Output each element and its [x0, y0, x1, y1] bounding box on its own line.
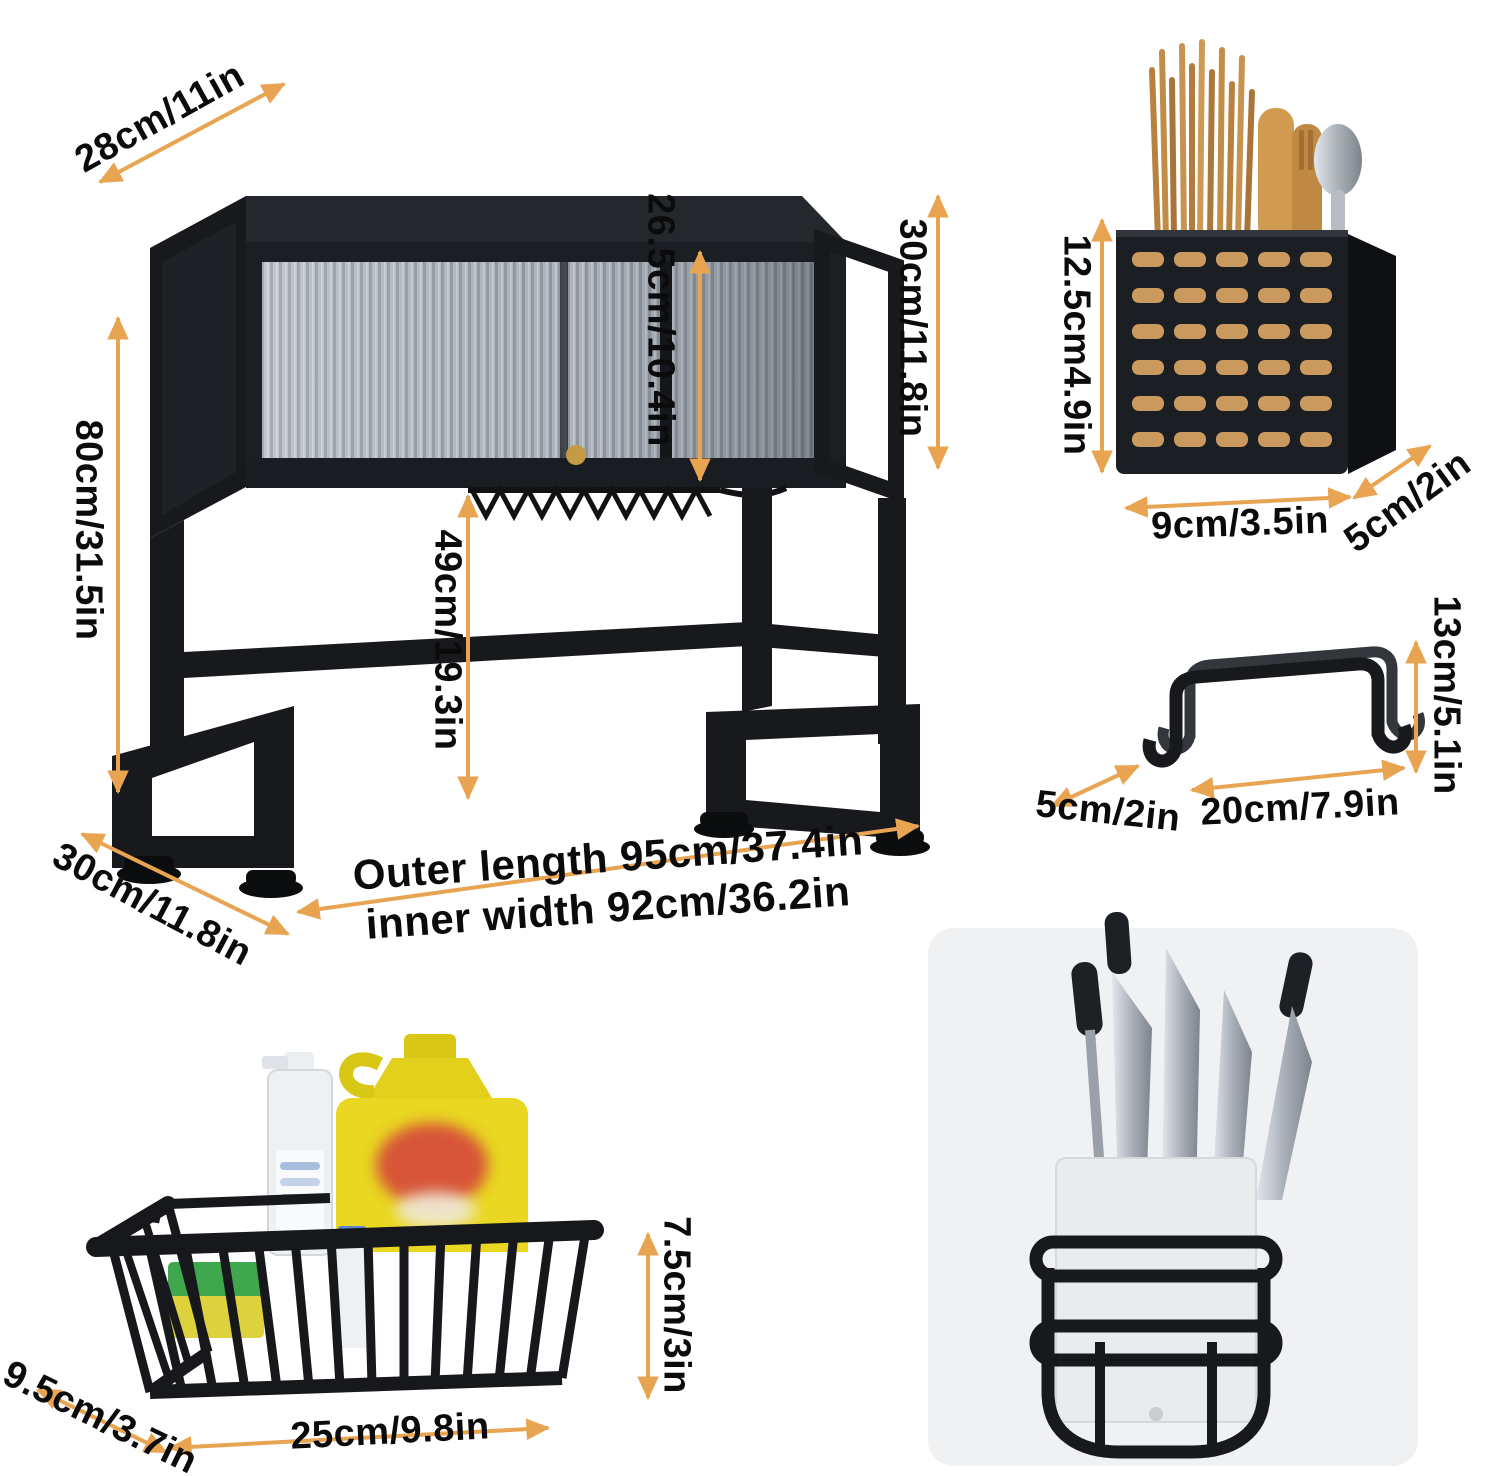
- arrow-bracket-depth: [1050, 764, 1140, 808]
- arrow-rack-bottom-depth: [80, 832, 290, 936]
- door-divider: [660, 262, 672, 458]
- main-rack-illustration: [112, 196, 930, 898]
- door-knob: [566, 445, 586, 465]
- arrow-rack-top-depth: [98, 82, 286, 184]
- arrow-utensil-depth: [1352, 444, 1432, 500]
- arrow-outer-length: [295, 818, 921, 920]
- utensil-holder-illustration: [1116, 39, 1396, 474]
- knives: [1071, 911, 1313, 1201]
- metal-spoon: [1314, 124, 1362, 196]
- cabinet-top-face: [246, 196, 846, 242]
- holder-front: [1116, 230, 1348, 474]
- dim-basket-height: 7.5cm/3in: [655, 1216, 698, 1394]
- wire-basket-frame: [86, 1193, 604, 1399]
- knife-holder-frame: [1029, 1235, 1283, 1459]
- chopsticks: [1149, 39, 1255, 243]
- knife-holder-illustration: [928, 911, 1418, 1466]
- holder-side: [1348, 234, 1396, 474]
- dim-cabinet-height: 30cm/11.8in: [891, 218, 934, 438]
- arrow-basket-depth: [36, 1388, 168, 1454]
- left-leg-assembly: [112, 520, 303, 898]
- hook-bracket-illustration: [1142, 646, 1425, 768]
- under-cabinet-dish-rack: [468, 484, 788, 522]
- dimension-arrows: [36, 82, 1432, 1458]
- right-side-frame: [814, 228, 904, 504]
- storage-basket-illustration: [86, 1034, 604, 1399]
- spray-bottle: [262, 1052, 333, 1256]
- dim-under-clearance: 49cm/19.3in: [426, 529, 469, 751]
- arrow-utensil-width: [1123, 487, 1353, 518]
- dim-rack-height: 80cm/31.5in: [67, 419, 110, 641]
- drain-slots: [1132, 252, 1332, 447]
- right-leg-assembly: [694, 488, 930, 856]
- arrow-bracket-width: [1189, 759, 1407, 799]
- detergent-jug: [336, 1034, 528, 1252]
- knife-holder-panel: [1055, 1157, 1257, 1423]
- dim-door-inner-height: 26.5cm/10.4in: [639, 193, 682, 447]
- dim-bracket-height: 13cm/5.1in: [1425, 595, 1468, 795]
- arrow-basket-width: [167, 1418, 551, 1458]
- dim-utensil-width: 9cm/3.5in: [1150, 499, 1330, 548]
- wooden-spatula: [1258, 108, 1294, 243]
- dim-utensil-height: 12.5cm4.9in: [1055, 234, 1098, 456]
